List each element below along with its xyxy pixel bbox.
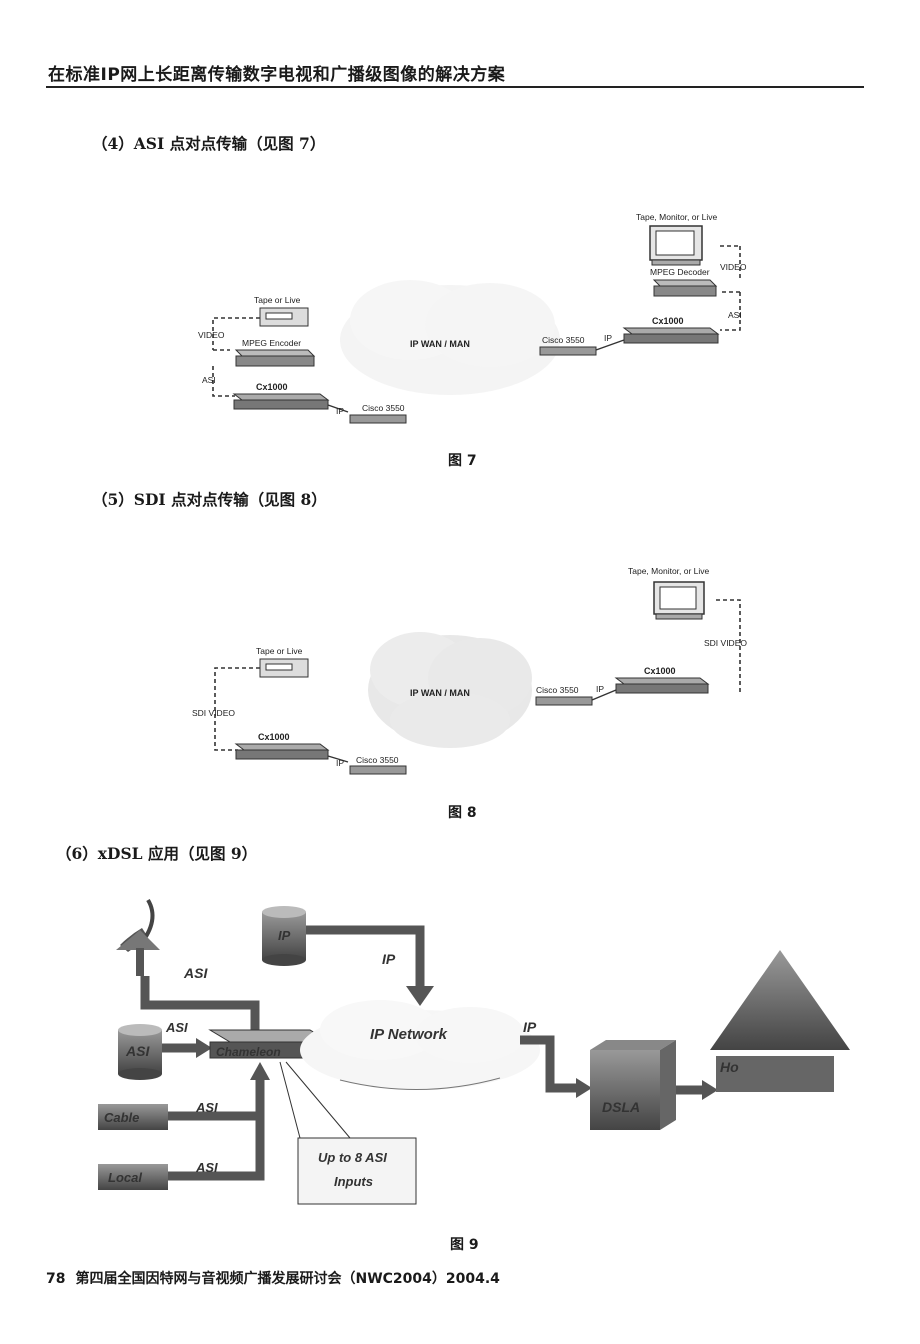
asi-local-label: ASI (195, 1160, 218, 1175)
header-rule (46, 86, 864, 88)
f8-left-cisco-label: Cisco 3550 (356, 755, 399, 765)
f8-left-source-label: Tape or Live (256, 646, 303, 656)
f8-left-ip-label: IP (336, 758, 344, 768)
f8-left-sdi-label: SDI VIDEO (192, 708, 235, 718)
tape-deck-icon (259, 307, 309, 327)
local-source-icon (98, 1164, 168, 1190)
cloud-label: IP WAN / MAN (410, 339, 470, 349)
dslam-label: DSLA (602, 1099, 640, 1115)
dslam-icon (590, 1040, 676, 1130)
ip-right-label: IP (523, 1019, 537, 1035)
section-heading-asi: （4）ASI 点对点传输（见图 7） (92, 134, 326, 153)
right-ip-label: IP (604, 333, 612, 343)
mpeg-decoder-icon (652, 279, 718, 297)
f8-right-sdi-label: SDI VIDEO (704, 638, 747, 648)
f8-left-cx-label: Cx1000 (258, 732, 290, 742)
tape-deck-8-icon (259, 658, 309, 678)
right-cx-label: Cx1000 (652, 316, 684, 326)
cx1000-8-icon (234, 743, 330, 760)
right-video-label: VIDEO (720, 262, 747, 272)
page-footer: 78 第四届全国因特网与音视频广播发展研讨会（NWC2004）2004.4 (46, 1268, 500, 1288)
cx1000-right-icon (622, 327, 720, 344)
monitor-8-icon (653, 581, 705, 620)
inputs-line1: Up to 8 ASI (318, 1150, 387, 1165)
figure-7-caption: 图 7 (448, 453, 477, 469)
left-video-label: VIDEO (198, 330, 225, 340)
mpeg-encoder-icon (234, 349, 316, 367)
ip-db-label: IP (278, 928, 291, 943)
inputs-line2: Inputs (334, 1174, 373, 1189)
inputs-callout-box (297, 1137, 417, 1205)
left-cx-label: Cx1000 (256, 382, 288, 392)
page-header-title: 在标准IP网上长距离传输数字电视和广播级图像的解决方案 (48, 65, 506, 85)
ip-network-cloud (300, 1000, 540, 1091)
asi-top-label: ASI (183, 965, 208, 981)
ip-wan-cloud-8 (368, 632, 532, 748)
footer-text: 第四届全国因特网与音视频广播发展研讨会（NWC2004）2004.4 (75, 1271, 500, 1287)
monitor-icon (649, 225, 703, 266)
asi-mid-label: ASI (165, 1020, 188, 1035)
cisco-switch-8-icon (349, 765, 407, 775)
asi-db-label: ASI (125, 1043, 150, 1059)
cable-source-icon (98, 1104, 168, 1130)
f8-right-cx-label: Cx1000 (644, 666, 676, 676)
satellite-dish-icon (116, 898, 160, 976)
left-source-label: Tape or Live (254, 295, 301, 305)
figure-8-caption: 图 8 (448, 805, 477, 821)
cx1000-8-right-icon (614, 677, 710, 694)
f8-right-dest-label: Tape, Monitor, or Live (628, 566, 710, 576)
section-heading-xdsl: （6）xDSL 应用（见图 9） (56, 844, 258, 863)
ip-top-label: IP (382, 951, 396, 967)
figure-9-caption: 图 9 (450, 1237, 479, 1253)
cloud-label-8: IP WAN / MAN (410, 688, 470, 698)
figure-8: IP WAN / MAN Tape or Live SDI VIDEO Cx10… (180, 560, 780, 790)
encoder-label: MPEG Encoder (242, 338, 301, 348)
section-heading-sdi: （5）SDI 点对点传输（见图 8） (92, 490, 327, 509)
right-dest-label: Tape, Monitor, or Live (636, 212, 718, 222)
right-asi-label: ASI (728, 310, 742, 320)
home-label: Ho (720, 1059, 739, 1075)
cisco-switch-right-icon (539, 346, 597, 356)
right-cisco-label: Cisco 3550 (542, 335, 585, 345)
left-asi-label: ASI (202, 375, 216, 385)
figure-7: IP WAN / MAN Tape or Live VIDEO MPEG Enc… (180, 200, 780, 430)
left-ip-label: IP (336, 406, 344, 416)
ip-wan-cloud (340, 280, 560, 395)
f8-right-ip-label: IP (596, 684, 604, 694)
page-number: 78 (46, 1271, 66, 1287)
figure-9: ASI IP IP ASI ASI Chameleon (80, 890, 850, 1220)
asi-server-icon (118, 1024, 162, 1080)
home-icon (710, 950, 850, 1092)
cisco-switch-icon (349, 414, 407, 424)
cloud-label-9: IP Network (370, 1026, 448, 1043)
cisco-switch-8-right-icon (535, 696, 593, 706)
decoder-label: MPEG Decoder (650, 267, 710, 277)
asi-cable-label: ASI (195, 1100, 218, 1115)
cx1000-icon (232, 393, 330, 410)
left-cisco-label: Cisco 3550 (362, 403, 405, 413)
local-label: Local (108, 1170, 142, 1185)
f8-right-cisco-label: Cisco 3550 (536, 685, 579, 695)
ip-server-icon (262, 906, 306, 966)
chameleon-label: Chameleon (216, 1045, 281, 1059)
cable-label: Cable (104, 1110, 139, 1125)
